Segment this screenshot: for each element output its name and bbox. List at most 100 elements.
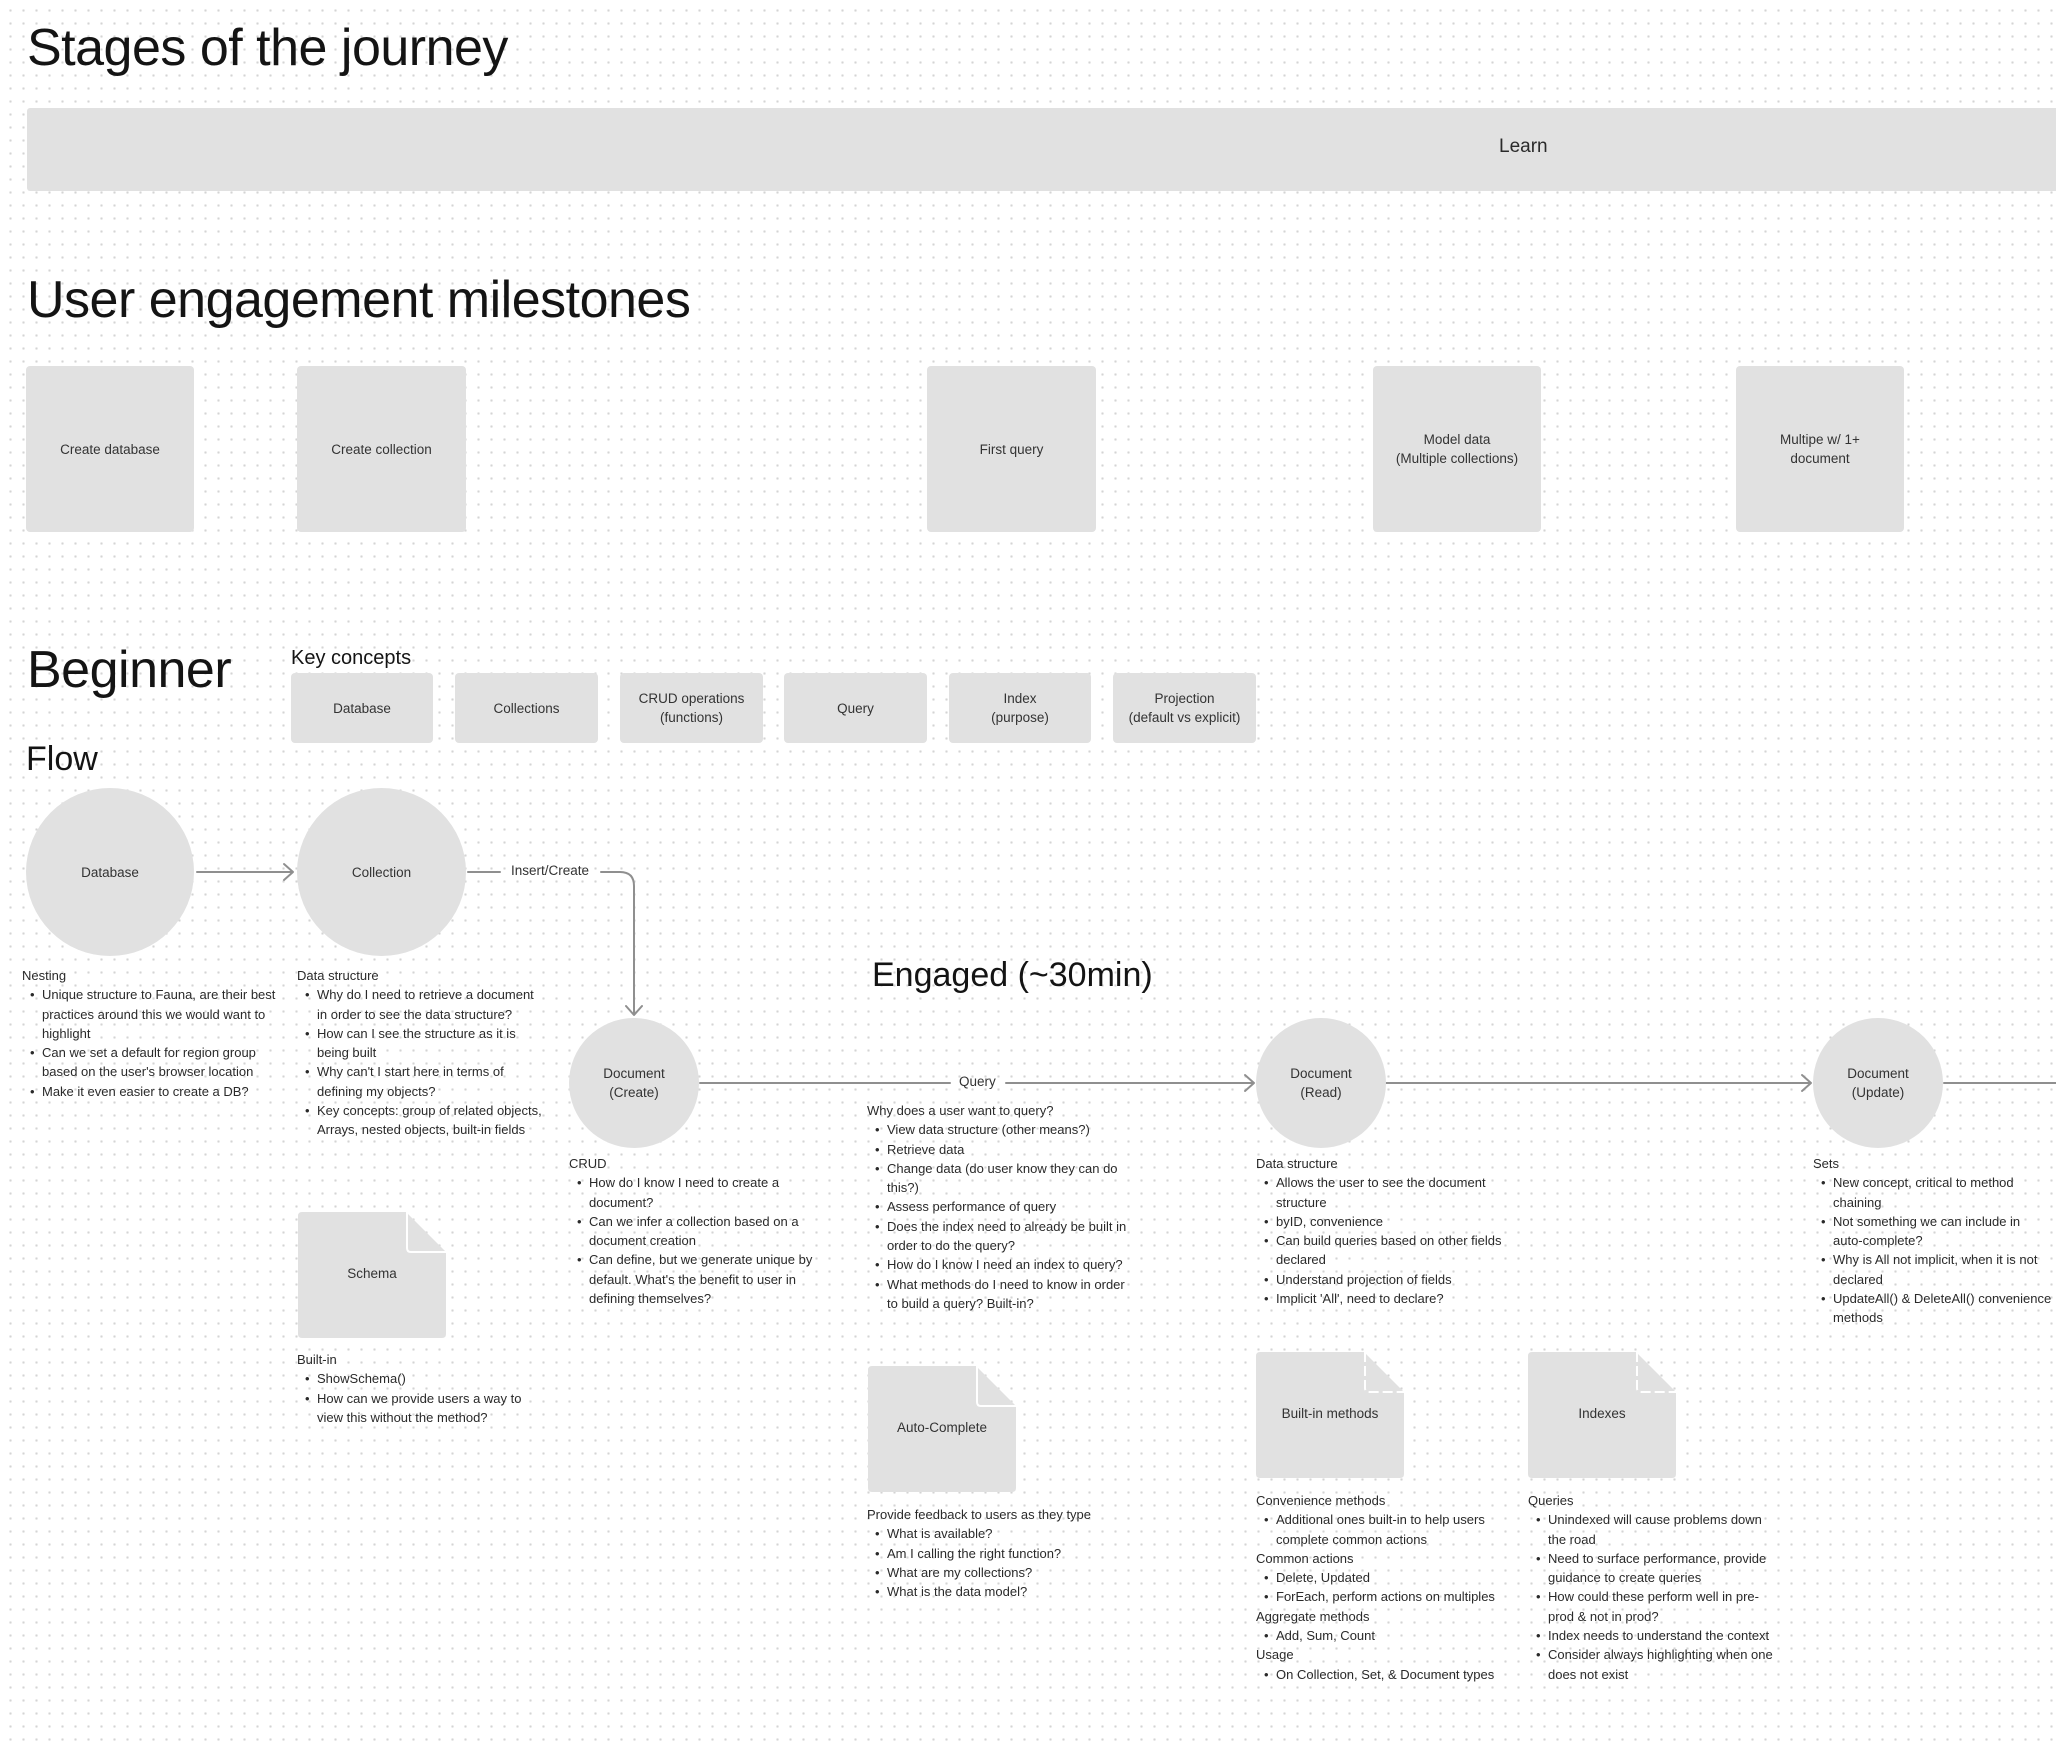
key-concept-sublabel: (functions): [659, 710, 724, 725]
document-label: Built-in methods: [1281, 1406, 1379, 1421]
note-title: Common actions: [1256, 1550, 1354, 1566]
note-title: Data structure: [1256, 1156, 1338, 1171]
milestone-label: Create collection: [331, 441, 432, 457]
note-item: Make it even easier to create a DB?: [30, 1082, 277, 1102]
key-concept-card[interactable]: Collections: [455, 673, 598, 743]
flow-node-document-update[interactable]: Document (Update): [1813, 1018, 1943, 1148]
note-item: How could these perform well in pre-prod…: [1536, 1587, 1783, 1626]
document-card-indexes[interactable]: Indexes: [1528, 1352, 1676, 1478]
stage-bar-learn[interactable]: Learn: [27, 108, 2056, 191]
note-item: Why can't I start here in terms of defin…: [305, 1062, 547, 1101]
document-card-built-in-methods[interactable]: Built-in methods: [1256, 1352, 1404, 1478]
document-card-auto-complete[interactable]: Auto-Complete: [868, 1366, 1016, 1492]
note-item: Am I calling the right function?: [875, 1544, 1137, 1564]
note-item: UpdateAll() & DeleteAll() convenience me…: [1821, 1289, 2053, 1328]
key-concept-label: CRUD operations: [638, 691, 745, 706]
note-item: How can I see the structure as it is bei…: [305, 1024, 547, 1063]
flow-node-document-read[interactable]: Document (Read): [1256, 1018, 1386, 1148]
milestone-label: First query: [979, 441, 1044, 457]
note-title: Built-in: [297, 1352, 337, 1367]
document-icon: [298, 1212, 446, 1338]
note-read-data-structure: Data structure Allows the user to see th…: [1256, 1154, 1511, 1309]
key-concept-card[interactable]: Query: [784, 673, 927, 743]
note-item: Not something we can include in auto-com…: [1821, 1212, 2053, 1251]
note-item: Why do I need to retrieve a document in …: [305, 985, 547, 1024]
key-concept-sublabel: (default vs explicit): [1128, 710, 1241, 725]
key-concept-sublabel: (purpose): [991, 710, 1049, 725]
document-icon: [1256, 1352, 1404, 1478]
note-item: Can we set a default for region group ba…: [30, 1043, 277, 1082]
key-concept-card[interactable]: Index (purpose): [949, 673, 1091, 743]
note-item: Allows the user to see the document stru…: [1264, 1173, 1511, 1212]
note-collection-data-structure: Data structure Why do I need to retrieve…: [297, 966, 547, 1140]
document-icon: [1528, 1352, 1676, 1478]
note-query: Why does a user want to query? View data…: [867, 1101, 1127, 1313]
note-title: Aggregate methods: [1256, 1608, 1370, 1624]
beginner-title: Beginner: [27, 641, 232, 699]
milestone-card[interactable]: Create database: [26, 366, 194, 532]
milestone-card[interactable]: Create collection: [297, 366, 466, 532]
engaged-title: Engaged (~30min): [872, 956, 1153, 994]
document-icon: [868, 1366, 1016, 1492]
key-concept-card[interactable]: CRUD operations (functions): [620, 673, 763, 743]
key-concept-label: Projection: [1154, 691, 1215, 706]
note-item: Why is All not implicit, when it is not …: [1821, 1250, 2053, 1289]
flow-node-label: Database: [81, 864, 139, 880]
milestones-title: User engagement milestones: [27, 271, 691, 329]
edge-label-query: Query: [959, 1074, 996, 1089]
note-title: Usage: [1256, 1647, 1294, 1663]
note-autocomplete: Provide feedback to users as they type W…: [867, 1505, 1137, 1602]
flow-node-sublabel: (Read): [1300, 1085, 1342, 1100]
note-item: Can we infer a collection based on a doc…: [577, 1212, 819, 1251]
key-concept-card[interactable]: Database: [291, 673, 433, 743]
note-title: Data structure: [297, 968, 379, 983]
milestone-card[interactable]: Model data (Multiple collections): [1373, 366, 1541, 532]
key-concept-label: Collections: [493, 700, 560, 716]
note-item: What is the data model?: [875, 1582, 1137, 1602]
note-title: Nesting: [22, 968, 67, 983]
flow-node-label: Document: [1847, 1066, 1909, 1081]
edge-label-insert-create: Insert/Create: [511, 863, 590, 878]
milestone-sublabel: (Multiple collections): [1395, 451, 1519, 466]
note-item: View data structure (other means?): [875, 1120, 1127, 1140]
document-label: Indexes: [1578, 1406, 1626, 1421]
note-title: Convenience methods: [1256, 1493, 1386, 1508]
connector-insert-create[interactable]: [600, 871, 635, 1015]
note-item: ShowSchema(): [305, 1369, 547, 1389]
note-item: Index needs to understand the context: [1536, 1626, 1783, 1646]
note-item: ForEach, perform actions on multiples: [1264, 1587, 1511, 1607]
document-card-schema[interactable]: Schema: [298, 1212, 446, 1338]
note-item: Implicit 'All', need to declare?: [1264, 1289, 1511, 1309]
milestone-card[interactable]: First query: [927, 366, 1096, 532]
key-concept-label: Query: [837, 700, 874, 716]
note-item: Does the index need to already be built …: [875, 1217, 1127, 1256]
flow-node-label: Document: [603, 1066, 665, 1081]
document-label: Auto-Complete: [896, 1420, 988, 1435]
note-title: CRUD: [569, 1156, 607, 1171]
flow-node-collection[interactable]: Collection: [297, 788, 466, 956]
flow-node-label: Document: [1290, 1066, 1352, 1081]
note-item: Change data (do user know they can do th…: [875, 1159, 1127, 1198]
milestone-card[interactable]: Multipe w/ 1+ document: [1736, 366, 1904, 532]
note-schema-built-in: Built-in ShowSchema() How can we provide…: [297, 1350, 547, 1427]
note-item: Retrieve data: [875, 1140, 1127, 1160]
flow-node-document-create[interactable]: Document (Create): [569, 1018, 699, 1148]
note-item: What is available?: [875, 1524, 1137, 1544]
stage-label: Learn: [1499, 136, 1548, 157]
key-concepts-label: Key concepts: [291, 647, 412, 669]
note-title: Why does a user want to query?: [867, 1103, 1054, 1118]
note-title: Queries: [1528, 1493, 1574, 1508]
note-built-in-methods: Convenience methods Additional ones buil…: [1256, 1491, 1511, 1684]
note-crud: CRUD How do I know I need to create a do…: [569, 1154, 819, 1308]
flow-title: Flow: [26, 740, 98, 778]
key-concept-card[interactable]: Projection (default vs explicit): [1113, 673, 1256, 743]
flow-node-database[interactable]: Database: [26, 788, 194, 956]
note-item: New concept, critical to method chaining: [1821, 1173, 2053, 1212]
note-item: Need to surface performance, provide gui…: [1536, 1549, 1783, 1588]
note-item: Key concepts: group of related objects, …: [305, 1101, 547, 1140]
note-item: Unindexed will cause problems down the r…: [1536, 1510, 1783, 1549]
document-label: Schema: [347, 1266, 397, 1281]
note-item: Add, Sum, Count: [1264, 1626, 1511, 1646]
arrowhead-icon: [283, 863, 294, 881]
